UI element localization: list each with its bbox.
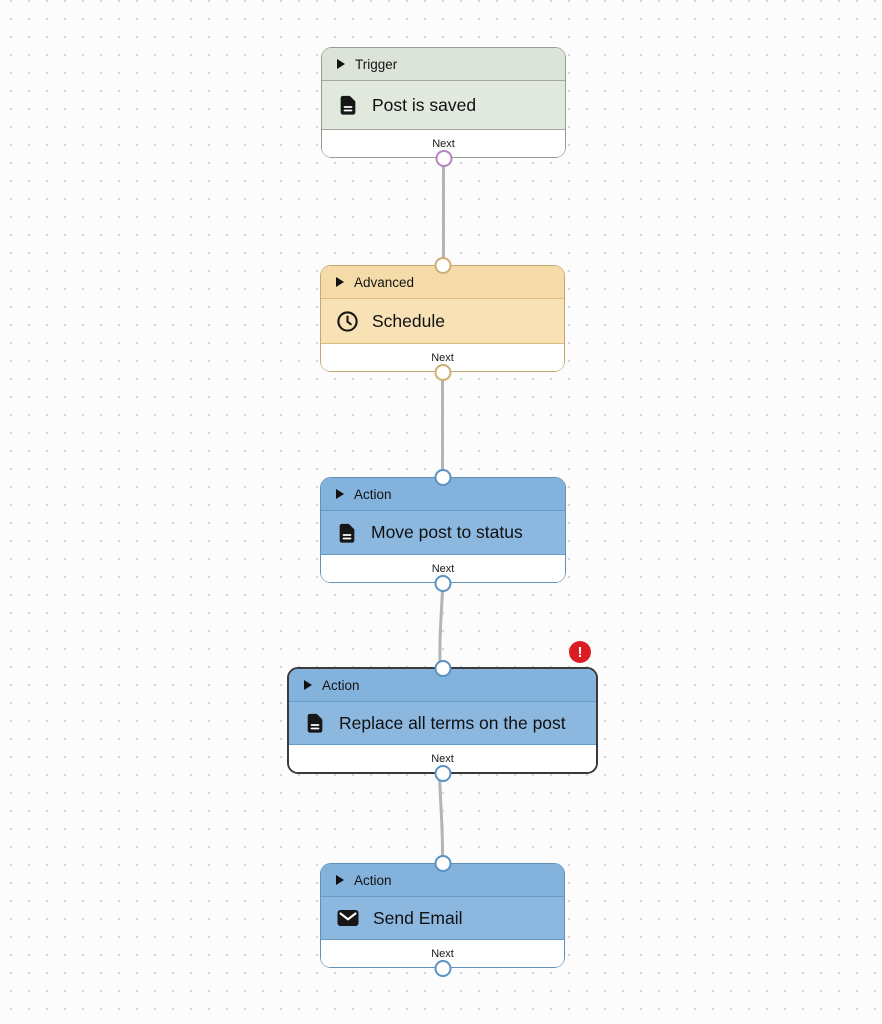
node-advanced-schedule[interactable]: Advanced Schedule Next	[320, 256, 565, 381]
node-body[interactable]: Post is saved	[322, 81, 565, 129]
next-label: Next	[431, 947, 454, 960]
node-action-send-email[interactable]: Action Send Email Next	[320, 854, 565, 977]
next-label: Next	[431, 752, 454, 765]
node-title: Move post to status	[371, 522, 523, 542]
node-header[interactable]: Action	[321, 864, 564, 897]
node-category: Action	[354, 486, 392, 502]
collapse-triangle-icon[interactable]	[304, 680, 312, 690]
collapse-triangle-icon[interactable]	[336, 489, 344, 499]
output-port[interactable]	[434, 959, 451, 977]
document-icon	[304, 712, 326, 734]
input-port[interactable]	[434, 256, 451, 274]
input-port[interactable]	[434, 659, 451, 677]
node-body[interactable]: Replace all terms on the post	[289, 702, 596, 744]
node-action-replace-all-terms[interactable]: ! Action Replace all terms on the post N…	[287, 641, 598, 782]
next-label: Next	[431, 562, 455, 575]
input-port[interactable]	[434, 468, 452, 486]
node-category: Action	[322, 677, 360, 693]
connection-replace-to-send[interactable]	[438, 770, 445, 867]
node-title: Schedule	[372, 310, 445, 331]
node-category: Advanced	[354, 274, 415, 290]
node-header[interactable]: Trigger	[322, 48, 565, 81]
node-body[interactable]: Schedule	[321, 299, 564, 343]
document-icon	[337, 94, 359, 116]
connection-move-to-replace[interactable]	[438, 579, 445, 671]
output-port[interactable]	[434, 574, 452, 592]
collapse-triangle-icon[interactable]	[337, 59, 345, 69]
node-body[interactable]: Send Email	[321, 897, 564, 939]
document-icon	[336, 522, 358, 544]
clock-icon	[336, 310, 359, 333]
envelope-icon	[336, 906, 360, 930]
node-title: Replace all terms on the post	[339, 712, 566, 733]
node-title: Post is saved	[372, 94, 477, 115]
node-body[interactable]: Move post to status	[321, 511, 565, 554]
input-port[interactable]	[434, 854, 451, 872]
node-footer: Next	[321, 554, 565, 582]
node-trigger-post-is-saved[interactable]: Trigger Post is saved Next	[321, 47, 566, 167]
output-port[interactable]	[435, 149, 452, 167]
node-title: Send Email	[373, 907, 463, 928]
node-category: Trigger	[355, 56, 398, 72]
node-action-move-post-to-status[interactable]: Action Move post to status Next	[320, 468, 566, 592]
collapse-triangle-icon[interactable]	[336, 277, 344, 287]
next-label: Next	[432, 137, 455, 150]
node-category: Action	[354, 872, 392, 888]
error-badge-icon[interactable]: !	[569, 641, 591, 663]
next-label: Next	[431, 351, 454, 364]
output-port[interactable]	[434, 764, 451, 782]
output-port[interactable]	[434, 363, 451, 381]
collapse-triangle-icon[interactable]	[336, 875, 344, 885]
